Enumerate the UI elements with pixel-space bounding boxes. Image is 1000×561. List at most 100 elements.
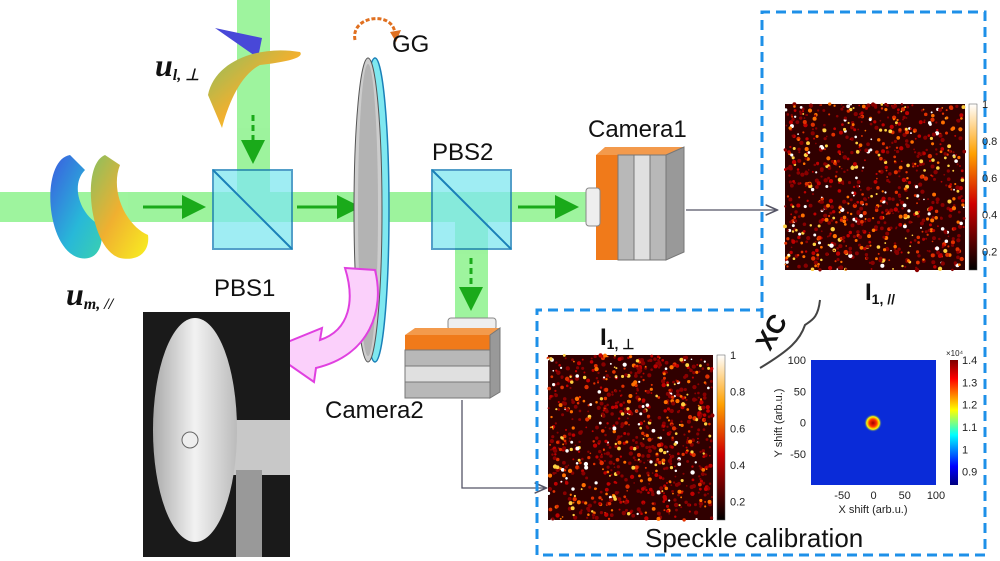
speckle-grain (940, 180, 943, 183)
speckle-grain (808, 203, 813, 208)
speckle-grain (648, 419, 652, 423)
speckle-grain (868, 240, 872, 244)
speckle-grain (558, 447, 563, 452)
speckle-grain (907, 259, 910, 263)
speckle-grain (639, 479, 643, 483)
speckle-grain (892, 267, 894, 270)
speckle-grain (931, 260, 936, 265)
speckle-grain (640, 375, 643, 379)
speckle-grain (843, 116, 847, 120)
helical-mode-ul-icon (208, 28, 301, 128)
speckle-grain (689, 368, 693, 373)
speckle-grain (923, 119, 926, 122)
speckle-grain (555, 361, 558, 364)
speckle-grain (697, 413, 700, 417)
speckle-grain (866, 103, 871, 108)
speckle-grain (578, 400, 580, 402)
speckle-grain (920, 109, 924, 112)
speckle-grain (859, 188, 862, 191)
speckle-grain (584, 384, 589, 390)
speckle-grain (823, 213, 828, 218)
xc-brace-icon (759, 299, 821, 369)
speckle-grain (699, 450, 702, 453)
speckle-grain (702, 428, 706, 431)
speckle-grain (956, 189, 960, 193)
speckle-grain (562, 397, 567, 401)
speckle-grain (606, 392, 611, 397)
speckle-grain (589, 403, 593, 406)
speckle-grain (864, 220, 867, 223)
colorbar-tick-label: 1.4 (962, 355, 977, 367)
speckle-grain (595, 436, 599, 440)
speckle-grain (625, 484, 630, 489)
speckle-grain (658, 460, 662, 465)
speckle-grain (879, 204, 882, 208)
speckle-grain (835, 251, 841, 256)
speckle-grain (697, 404, 700, 407)
speckle-grain (899, 146, 904, 151)
speckle-grain (829, 243, 834, 248)
speckle-grain (566, 367, 570, 371)
speckle-grain (796, 253, 800, 257)
speckle-grain (709, 379, 713, 383)
speckle-grain (797, 182, 801, 185)
speckle-grain (940, 137, 945, 143)
speckle-grain (572, 513, 575, 517)
speckle-grain (580, 509, 583, 512)
speckle-grain (614, 444, 619, 449)
speckle-grain (907, 251, 910, 254)
speckle-grain (552, 471, 556, 475)
speckle-grain (935, 201, 939, 204)
speckle-grain (636, 489, 640, 493)
speckle-grain (958, 136, 963, 141)
i-parallel-subscript: 1, // (872, 291, 895, 307)
speckle-calibration-frame (535, 10, 987, 557)
speckle-grain (884, 128, 888, 132)
speckle-grain (802, 113, 805, 115)
speckle-grain (549, 357, 553, 361)
speckle-grain (867, 217, 872, 223)
speckle-grain (805, 240, 809, 244)
speckle-grain (599, 397, 604, 401)
speckle-grain (627, 409, 632, 414)
speckle-grain (591, 430, 594, 433)
speckle-grain (928, 223, 932, 227)
speckle-grain (897, 122, 902, 126)
speckle-grain (913, 151, 917, 154)
speckle-grain (793, 109, 797, 112)
speckle-grain (701, 468, 706, 472)
speckle-grain (577, 361, 582, 366)
speckle-grain (697, 396, 700, 399)
speckle-grain (838, 265, 844, 270)
speckle-grain (699, 398, 703, 401)
speckle-grain (799, 116, 803, 120)
speckle-grain (841, 123, 844, 127)
speckle-grain (840, 260, 843, 264)
i-perp-subscript: 1, ⊥ (607, 336, 635, 352)
speckle-grain (800, 250, 804, 254)
speckle-grain (836, 258, 840, 262)
speckle-grain (642, 502, 645, 505)
speckle-grain (921, 162, 925, 166)
speckle-grain (677, 489, 682, 494)
speckle-grain (586, 378, 591, 383)
speckle-grain (931, 142, 935, 146)
speckle-grain (952, 204, 956, 207)
speckle-grain (705, 374, 710, 379)
speckle-grain (616, 401, 620, 404)
speckle-grain (792, 102, 797, 107)
speckle-grain (694, 392, 697, 395)
speckle-grain (846, 211, 849, 214)
speckle-grain (900, 103, 904, 106)
speckle-grain (947, 199, 952, 204)
speckle-grain (554, 389, 557, 392)
speckle-grain (594, 481, 598, 485)
speckle-grain (621, 384, 625, 388)
speckle-grain (666, 383, 670, 387)
speckle-grain (632, 456, 636, 460)
speckle-grain (575, 446, 580, 451)
speckle-grain (605, 378, 608, 381)
speckle-grain (672, 363, 675, 366)
speckle-grain (865, 244, 870, 249)
speckle-grain (827, 221, 832, 225)
